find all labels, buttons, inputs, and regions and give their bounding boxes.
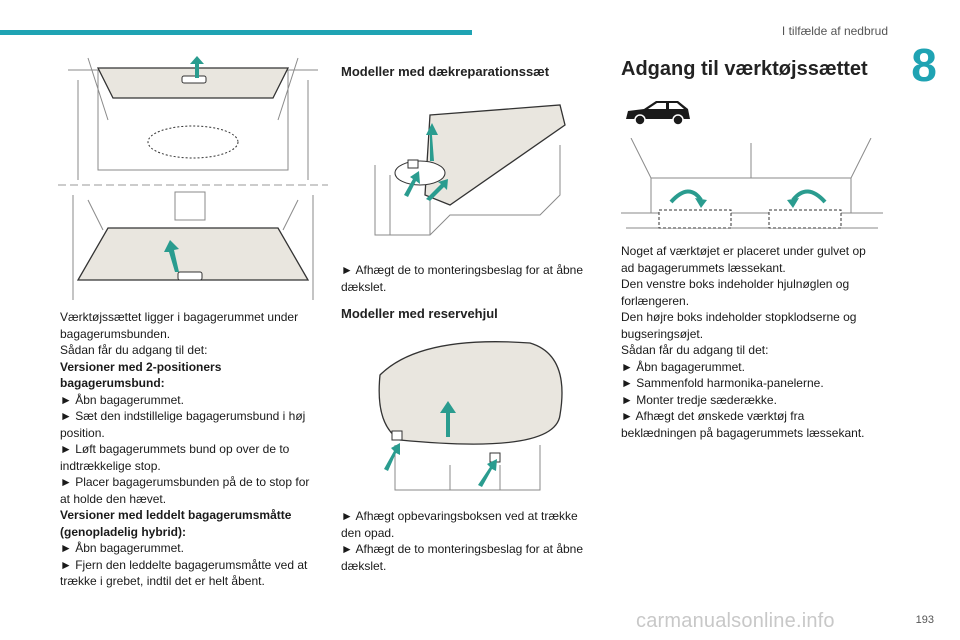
spare-wheel-illustration [378, 341, 563, 491]
header-accent-bar [0, 30, 472, 35]
repair-kit-heading: Modeller med dækreparationssæt [341, 64, 550, 79]
chapter-number: 8 [911, 39, 937, 91]
unhook-arrow-icon [384, 443, 400, 471]
step-line: position. [60, 425, 105, 440]
step-line: beklædningen på bagagerummets læssekant. [621, 425, 865, 440]
spare-wheel-heading: Modeller med reservehjul [341, 306, 498, 321]
text-line: Den venstre boks indeholder hjulnøglen o… [621, 277, 850, 291]
intro-line: Værktøjssættet ligger i bagagerummet und… [60, 310, 299, 324]
step-line: ► Åbn bagagerummet. [60, 392, 184, 407]
text-line: bugseringsøjet. [621, 326, 704, 341]
step-line: ► Fjern den leddelte bagagerumsmåtte ved… [60, 557, 308, 572]
lift-arrow-icon [190, 56, 204, 78]
step-line: ► Åbn bagagerummet. [621, 359, 745, 374]
step-line: ► Sæt den indstillelige bagagerumsbund i… [60, 409, 306, 423]
intro-line: bagagerumsbunden. [60, 326, 171, 341]
rotate-arrow-icon [787, 198, 799, 208]
step-line: at holde den hævet. [60, 491, 167, 506]
step-line: ► Afhægt det ønskede værktøj fra [621, 409, 805, 423]
step-line: ► Placer bagagerumsbunden på de to stop … [60, 475, 310, 489]
pull-arrow-icon [164, 240, 179, 272]
step-line: ► Afhægt opbevaringsboksen ved at trække [341, 509, 578, 523]
load-sill-illustration [621, 138, 883, 229]
mat-heading: Versioner med leddelt bagagerumsmåtte [60, 508, 292, 522]
right-column-text: Noget af værktøjet er placeret under gul… [621, 243, 886, 441]
text-line: Den højre boks indeholder stopklodserne … [621, 310, 857, 324]
versions-heading: bagagerumsbund: [60, 376, 165, 390]
step-line: indtrækkelige stop. [60, 458, 161, 473]
watermark: carmanualsonline.info [636, 610, 835, 632]
step-line: ► Åbn bagagerummet. [60, 541, 184, 555]
text-line: forlængeren. [621, 293, 690, 308]
section-title: I tilfælde af nedbrud [781, 24, 888, 38]
text-line: Noget af værktøjet er placeret under gul… [621, 244, 866, 258]
repair-kit-illustration [374, 104, 566, 236]
unhook-arrow-icon [478, 459, 497, 487]
intro-line: Sådan får du adgang til det: [60, 343, 208, 357]
toolkit-access-heading: Adgang til værktøjssættet [621, 58, 868, 80]
step-line: ► Løft bagagerummets bund op over de to [60, 442, 290, 456]
text-line: Sådan får du adgang til det: [621, 343, 769, 357]
lift-box-arrow-icon [440, 401, 456, 437]
step-line: ► Monter tredje sæderække. [621, 392, 777, 407]
page-number: 193 [915, 614, 934, 626]
versions-heading: Versioner med 2-positioners [60, 359, 222, 374]
unhook-arrow-icon [404, 171, 420, 197]
trunk-floor-illustration [58, 56, 328, 300]
rotate-arrow-icon [695, 198, 707, 208]
repair-steps: ► Afhægt de to monteringsbeslag for at å… [341, 262, 591, 295]
left-column: Værktøjssættet ligger i bagagerummet und… [60, 309, 322, 590]
step-line: trække i grebet, indtil det er helt åben… [60, 574, 265, 588]
step-line: dækslet. [341, 279, 387, 294]
open-arrow-icon [426, 123, 438, 161]
step-line: ► Afhægt de to monteringsbeslag for at å… [341, 542, 584, 556]
step-line: ► Sammenfold harmonika-panelerne. [621, 376, 824, 390]
text-line: ad bagagerummets læssekant. [621, 260, 786, 275]
car-silhouette-icon [626, 101, 690, 126]
step-line: ► Afhægt de to monteringsbeslag for at å… [341, 263, 584, 277]
unhook-arrow-icon [426, 179, 448, 201]
mat-heading: (genopladelig hybrid): [60, 524, 186, 539]
step-line: dækslet. [341, 558, 387, 573]
spare-wheel-steps: ► Afhægt opbevaringsboksen ved at trække… [341, 508, 591, 574]
step-line: den opad. [341, 525, 395, 540]
